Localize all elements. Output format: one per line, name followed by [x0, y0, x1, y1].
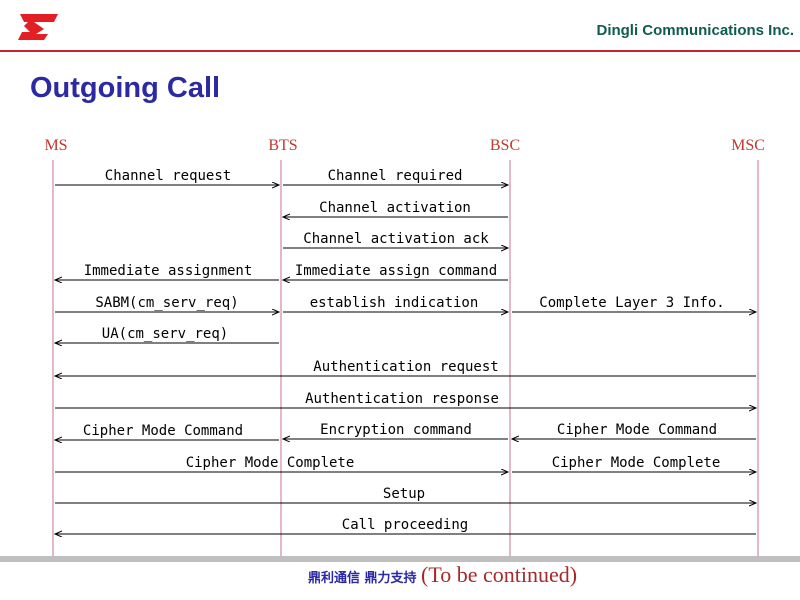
message-label-9: Complete Layer 3 Info. [539, 295, 724, 311]
message-label-13: Cipher Mode Command [557, 422, 717, 438]
message-label-17: Cipher Mode Complete [552, 455, 721, 471]
dingli-logo [18, 14, 58, 40]
sequence-diagram: MS BTS BSC MSC Channel request Channel requi… [44, 137, 765, 556]
footer-slogan: 鼎利通信 鼎力支持 [308, 571, 417, 586]
message-label-18: Setup [383, 486, 425, 502]
entity-label-ms: MS [44, 137, 67, 154]
message-label-15: Cipher Mode Command [83, 423, 243, 439]
message-label-7: SABM(cm_serv_req) [95, 295, 238, 311]
message-label-11: Authentication request [313, 359, 498, 375]
entity-label-bsc: BSC [490, 137, 520, 154]
message-label-8: establish indication [310, 295, 479, 311]
message-label-19: Call proceeding [342, 517, 468, 533]
message-label-14: Encryption command [320, 422, 472, 438]
entity-label-bts: BTS [268, 137, 297, 154]
entity-label-msc: MSC [731, 137, 765, 154]
message-label-6: Immediate assignment [84, 263, 253, 279]
message-label-4: Channel activation ack [303, 231, 489, 247]
message-label-3: Channel activation [319, 200, 471, 216]
to-be-continued-note: (To be continued) [421, 562, 578, 587]
company-name: Dingli Communications Inc. [596, 22, 794, 39]
header-divider [0, 50, 800, 52]
message-label-5: Immediate assign command [295, 263, 497, 279]
message-label-10: UA(cm_serv_req) [102, 326, 228, 342]
message-label-1: Channel request [105, 168, 231, 184]
footer-band [0, 556, 800, 562]
message-label-16: Cipher Mode Complete [186, 455, 355, 471]
message-label-12: Authentication response [305, 391, 499, 407]
page-title: Outgoing Call [30, 72, 221, 104]
message-label-2: Channel required [328, 168, 463, 184]
